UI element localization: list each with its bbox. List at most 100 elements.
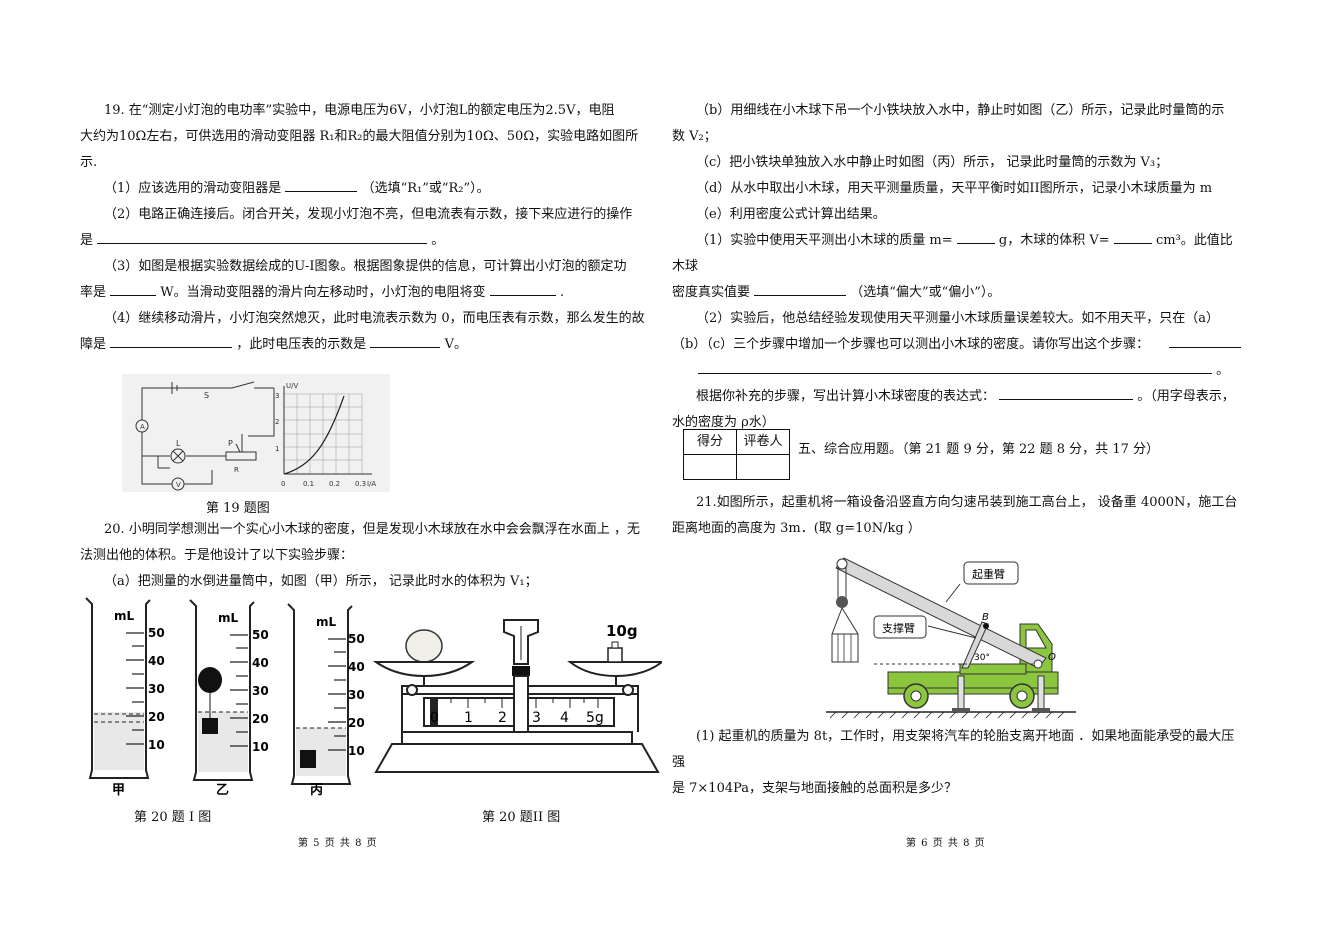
sub2-cont-text: （b）（c）三个步骤中增加一个步骤也可以测出小木球的密度。请你写出这个步骤： bbox=[672, 337, 1150, 352]
crane-boom-label: 起重臂 bbox=[972, 567, 1005, 581]
cylinder-tick: 10 bbox=[348, 744, 365, 758]
slider-label: P bbox=[228, 439, 233, 448]
crane-point-b: B bbox=[982, 612, 989, 623]
cylinder-label: 甲 bbox=[112, 783, 125, 798]
score-header: 得分 bbox=[683, 429, 737, 455]
q19-line3: 示. bbox=[80, 155, 98, 170]
graph-ytick: 1 bbox=[275, 445, 279, 453]
answer-blank[interactable] bbox=[489, 281, 556, 296]
cylinder-tick: 40 bbox=[252, 656, 269, 670]
step-b-line1: （b）用细线在小木球下吊一个小铁块放入水中，静止时如图（乙）所示，记录此时量筒的… bbox=[696, 103, 1225, 118]
crane-point-o: O bbox=[1048, 652, 1056, 663]
crane-support-label: 支撑臂 bbox=[882, 621, 915, 635]
switch-label: S bbox=[204, 391, 209, 400]
fig20-balance: 10g 0 1 2 3 4 5g bbox=[372, 619, 662, 773]
cylinder-tick: 10 bbox=[148, 738, 165, 752]
cylinder-tick: 40 bbox=[148, 654, 165, 668]
answer-blank[interactable] bbox=[698, 359, 1212, 374]
q19-sub3-mid: W。当滑动变阻器的滑片向左移动时，小灯泡的电阻将变 bbox=[160, 285, 486, 300]
grader-cell[interactable] bbox=[736, 454, 790, 480]
sub2-line3: 。 bbox=[672, 358, 1242, 384]
q19-sub1-hint: （选填“R₁”或“R₂”）。 bbox=[361, 181, 490, 196]
answer-blank[interactable] bbox=[370, 333, 441, 348]
q21-line1: 21.如图所示，起重机将一箱设备沿竖直方向匀速吊装到施工高台上， 设备重 400… bbox=[696, 495, 1238, 510]
cylinder-unit: mL bbox=[114, 609, 135, 623]
q19-sub3: （3）如图是根据实验数据绘成的U-I图象。根据图象提供的信息，可计算出小灯泡的额… bbox=[104, 259, 627, 274]
fig19-image: A V L S P R U/V I/A 1 2 3 0 0.1 0.2 bbox=[122, 374, 390, 492]
sub1-cont-text: 密度真实值要 bbox=[672, 285, 751, 300]
grader-header: 评卷人 bbox=[736, 429, 790, 455]
q21-sub1-line2: 是 7×104Pa，支架与地面接触的总面积是多少？ bbox=[672, 781, 958, 796]
cylinder-tick: 10 bbox=[252, 740, 269, 754]
cylinder-bing: mL 50 40 30 20 10 丙 bbox=[287, 603, 365, 798]
right-page: （b）用细线在小木球下吊一个小铁块放入水中，静止时如图（乙）所示，记录此时量筒的… bbox=[672, 98, 1242, 436]
cylinder-unit: mL bbox=[316, 615, 337, 629]
answer-blank[interactable] bbox=[285, 177, 358, 192]
q20-line2: 法测出他的体积。于是他设计了以下实验步骤： bbox=[80, 548, 354, 563]
graph-ytick: 2 bbox=[275, 418, 279, 426]
answer-blank[interactable] bbox=[999, 385, 1134, 400]
graph-ytick: 3 bbox=[275, 392, 279, 400]
answer-blank[interactable] bbox=[110, 333, 233, 348]
fig20-2-caption: 第 20 题II 图 bbox=[482, 810, 561, 825]
answer-blank[interactable] bbox=[110, 281, 157, 296]
q19-sub4-mid: ，此时电压表的示数是 bbox=[236, 337, 367, 352]
graph-xtick: 0.3 bbox=[355, 480, 366, 488]
graph-xtick: 0.2 bbox=[329, 480, 340, 488]
q19-sub4-end: V。 bbox=[444, 337, 467, 352]
q19-line2: 大约为10Ω左右，可供选用的滑动变阻器 R₁和R₂的最大阻值分别为10Ω、50Ω… bbox=[80, 129, 639, 144]
cylinder-tick: 30 bbox=[252, 684, 269, 698]
balance-scale-tick: 5g bbox=[586, 710, 604, 726]
cylinder-tick: 20 bbox=[148, 710, 165, 724]
fig20-cylinders: mL 50 40 30 20 10 甲 mL 50 40 30 20 10 乙 bbox=[85, 597, 365, 798]
sub3-cont: 水的密度为 ρ水） bbox=[672, 415, 775, 430]
sub3: 根据你补充的步骤，写出计算小木球密度的表达式： 。（用字母表示， bbox=[672, 384, 1242, 410]
crane-angle: 30° bbox=[974, 653, 990, 663]
sub3-text: 根据你补充的步骤，写出计算小木球密度的表达式： bbox=[696, 389, 996, 404]
page-footer-right: 第 6 页 共 8 页 bbox=[906, 838, 986, 849]
sub1-cont-hint: （选填“偏大”或“偏小”）。 bbox=[850, 285, 1001, 300]
cylinder-tick: 50 bbox=[348, 632, 365, 646]
balance-scale-tick: 1 bbox=[464, 710, 473, 726]
sub2-cont: （b）（c）三个步骤中增加一个步骤也可以测出小木球的密度。请你写出这个步骤： bbox=[672, 332, 1242, 358]
balance-scale-tick: 0 bbox=[430, 710, 439, 726]
sub2-end: 。 bbox=[1216, 363, 1230, 378]
cylinder-label: 乙 bbox=[216, 783, 229, 798]
answer-blank[interactable] bbox=[97, 229, 428, 244]
rheostat-label: R bbox=[234, 466, 239, 474]
cylinder-yi: mL 50 40 30 20 10 乙 bbox=[189, 599, 269, 798]
q19-line1: 19. 在“测定小灯泡的电功率”实验中，电源电压为6V，小灯泡L的额定电压为2.… bbox=[104, 103, 615, 118]
cylinder-tick: 50 bbox=[252, 628, 269, 642]
ammeter-label: A bbox=[140, 423, 145, 431]
q21-line2: 距离地面的高度为 3m．(取 g=10N/kg ） bbox=[672, 521, 921, 536]
answer-blank[interactable] bbox=[1169, 333, 1242, 348]
q19-sub4-cont: 障是 ，此时电压表的示数是 V。 bbox=[80, 332, 650, 358]
cylinder-tick: 50 bbox=[148, 626, 165, 640]
q19-sub3-text: 率是 bbox=[80, 285, 107, 300]
answer-blank[interactable] bbox=[956, 229, 995, 244]
score-cell[interactable] bbox=[683, 454, 737, 480]
cylinder-tick: 20 bbox=[348, 716, 365, 730]
q19-sub2-end: 。 bbox=[431, 233, 445, 248]
balance-scale-tick: 3 bbox=[532, 710, 541, 726]
q21-sub1: (1) 起重机的质量为 8t，工作时，用支架将汽车的轮胎支离开地面 ．如果地面能… bbox=[672, 724, 1242, 802]
step-b-line2: 数 V₂； bbox=[672, 129, 717, 144]
lamp-label: L bbox=[176, 439, 181, 448]
sub2: （2）实验后，他总结经验发现使用天平测量小木球质量误差较大。如不用天平，只在（a… bbox=[696, 311, 1220, 326]
graph-xtick: 0 bbox=[281, 480, 285, 488]
answer-blank[interactable] bbox=[754, 281, 847, 296]
sub1-end: cm³。此值比木球 bbox=[672, 233, 1233, 274]
sub1: （1）实验中使用天平测出小木球的质量 m= g，木球的体积 V= cm³。此值比… bbox=[672, 228, 1242, 280]
q19-sub3-cont: 率是 W。当滑动变阻器的滑片向左移动时，小灯泡的电阻将变 . bbox=[80, 280, 650, 306]
cylinder-tick: 40 bbox=[348, 660, 365, 674]
q20-step-a: （a）把测量的水倒进量筒中，如图（甲）所示， 记录此时水的体积为 V₁； bbox=[104, 574, 538, 589]
graph-ylabel: U/V bbox=[286, 382, 298, 390]
q21-block: 21.如图所示，起重机将一箱设备沿竖直方向匀速吊装到施工高台上， 设备重 400… bbox=[672, 490, 1242, 542]
step-c: （c）把小铁块单独放入水中静止时如图（丙）所示， 记录此时量筒的示数为 V₃； bbox=[696, 155, 1169, 170]
q20-line1: 20. 小明同学想测出一个实心小木球的密度，但是发现小木球放在水中会会飘浮在水面… bbox=[104, 522, 640, 537]
balance-scale-tick: 4 bbox=[560, 710, 569, 726]
answer-blank[interactable] bbox=[1113, 229, 1152, 244]
score-table: 得分评卷人 bbox=[683, 429, 790, 480]
fig21-crane: 起重臂 支撑臂 B O 30° bbox=[826, 557, 1076, 719]
q19-sub3-end: . bbox=[559, 285, 565, 300]
